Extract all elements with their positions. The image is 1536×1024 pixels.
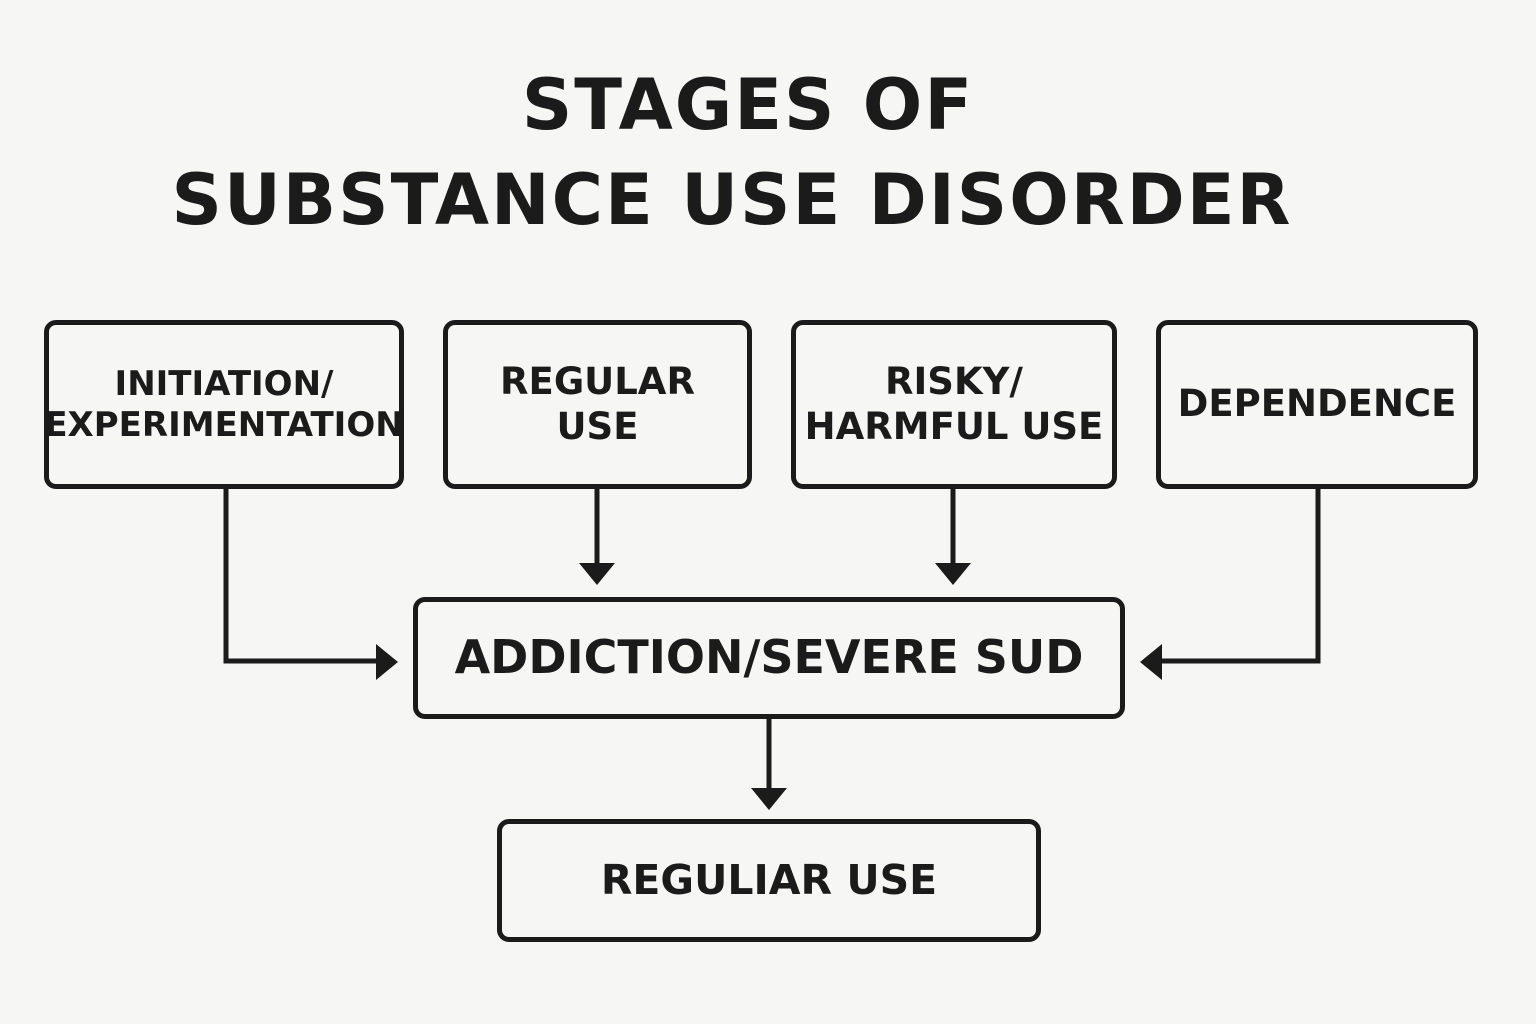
stage-label-line-2: USE bbox=[556, 404, 639, 448]
arrowhead-regular bbox=[579, 563, 615, 585]
stage-label-line-1: INITIATION/ bbox=[114, 363, 334, 404]
arrowhead-dependence bbox=[1140, 644, 1162, 680]
outcome-box-addiction: ADDICTION/SEVERE SUD bbox=[413, 597, 1125, 719]
stage-label-line-2: HARMFUL USE bbox=[804, 404, 1104, 448]
diagram-title-line-1: STAGES OF bbox=[521, 64, 975, 146]
arrowhead-initiation bbox=[376, 644, 398, 680]
stage-box-initiation: INITIATION/ EXPERIMENTATION bbox=[44, 320, 404, 489]
stage-label: DEPENDENCE bbox=[1177, 382, 1457, 426]
stage-label-line-2: EXPERIMENTATION bbox=[44, 404, 404, 445]
arrowhead-final bbox=[751, 788, 787, 810]
stage-box-dependence: DEPENDENCE bbox=[1156, 320, 1478, 489]
final-box: REGULIAR USE bbox=[497, 819, 1041, 942]
arrow-initiation-to-addiction bbox=[223, 489, 380, 664]
arrow-dependence-to-addiction bbox=[1160, 489, 1321, 664]
final-label: REGULIAR USE bbox=[600, 855, 938, 904]
stage-box-risky-harmful-use: RISKY/ HARMFUL USE bbox=[791, 320, 1117, 489]
stage-label-line-1: RISKY/ bbox=[885, 360, 1023, 404]
arrowhead-risky bbox=[935, 563, 971, 585]
stage-label-line-1: REGULAR bbox=[500, 360, 695, 404]
stage-box-regular-use: REGULAR USE bbox=[443, 320, 752, 489]
outcome-label: ADDICTION/SEVERE SUD bbox=[454, 630, 1084, 685]
diagram-title-line-2: SUBSTANCE USE DISORDER bbox=[171, 159, 1293, 241]
